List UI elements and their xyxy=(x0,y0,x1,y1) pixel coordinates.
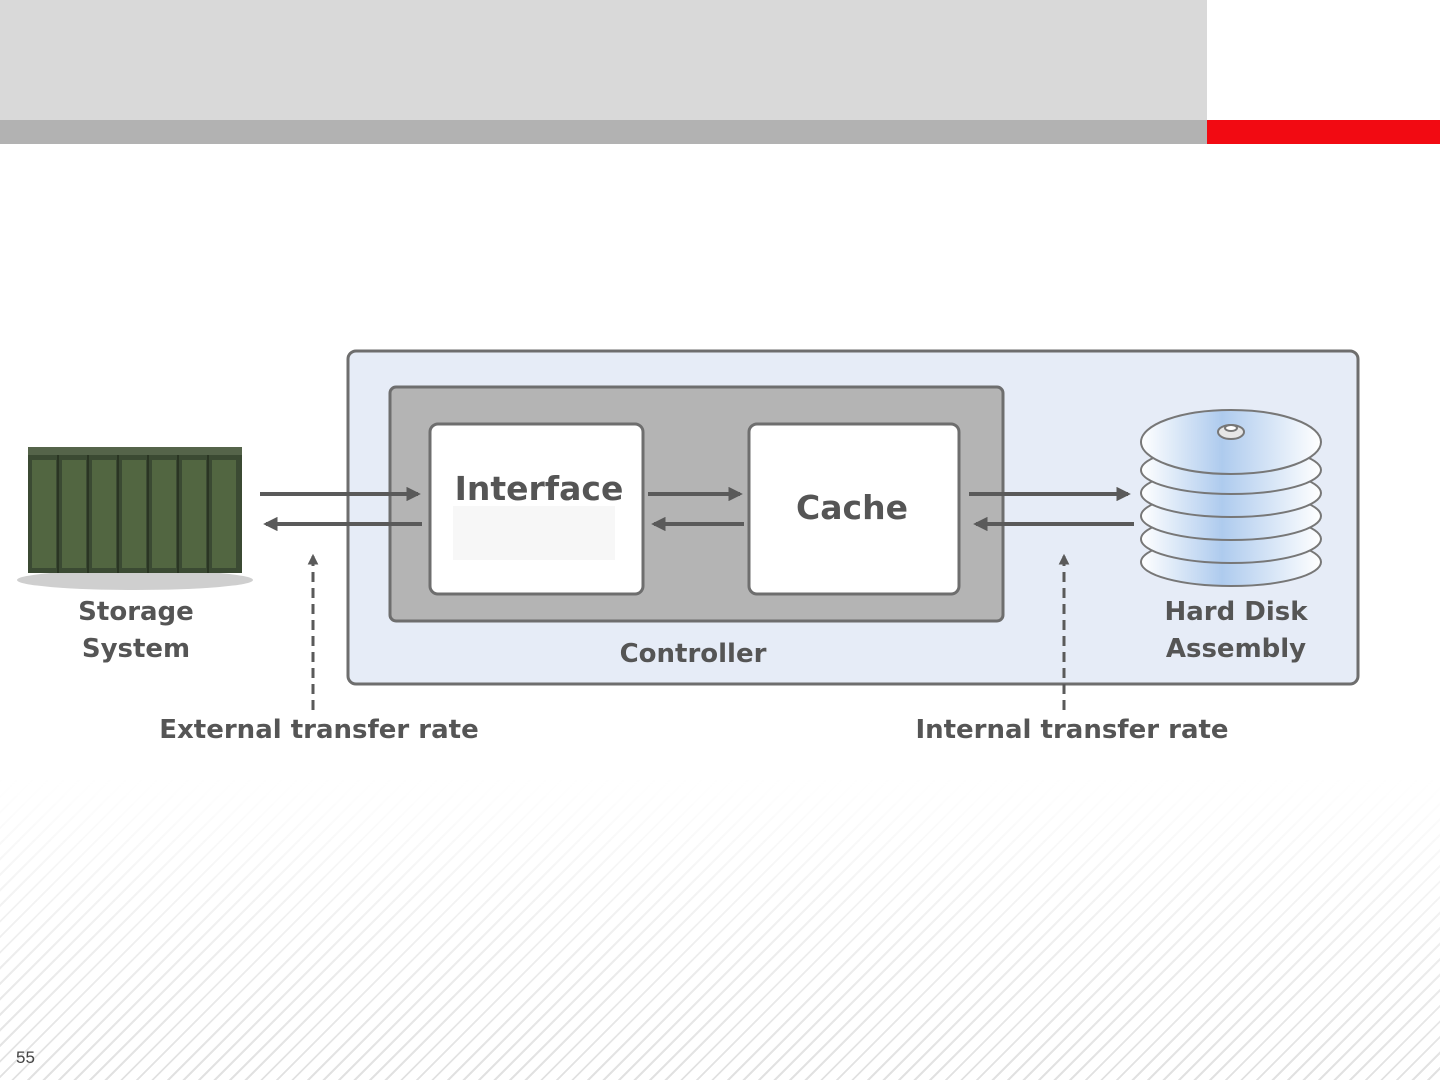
internal-rate-label: Internal transfer rate xyxy=(915,715,1228,745)
interface-blank-patch xyxy=(453,506,615,560)
hard-disk-label-line1: Hard Disk xyxy=(1164,597,1308,627)
hard-disk-label-line2: Assembly xyxy=(1166,634,1306,664)
background-hatch xyxy=(0,780,1440,1080)
controller-label: Controller xyxy=(620,639,767,669)
interface-label: Interface xyxy=(455,469,624,508)
hard-disk-icon xyxy=(1140,409,1322,587)
header-accent-red xyxy=(1207,120,1440,144)
cache-label: Cache xyxy=(796,488,908,527)
slide-page-number: 55 xyxy=(16,1048,35,1067)
header-banner xyxy=(0,0,1207,120)
header-divider-bar xyxy=(0,120,1207,144)
cache-box xyxy=(747,422,961,596)
storage-system-label-line1: Storage xyxy=(78,597,194,627)
external-rate-label: External transfer rate xyxy=(159,715,478,745)
storage-system-label-line2: System xyxy=(82,634,190,664)
storage-system-icon xyxy=(17,447,253,590)
